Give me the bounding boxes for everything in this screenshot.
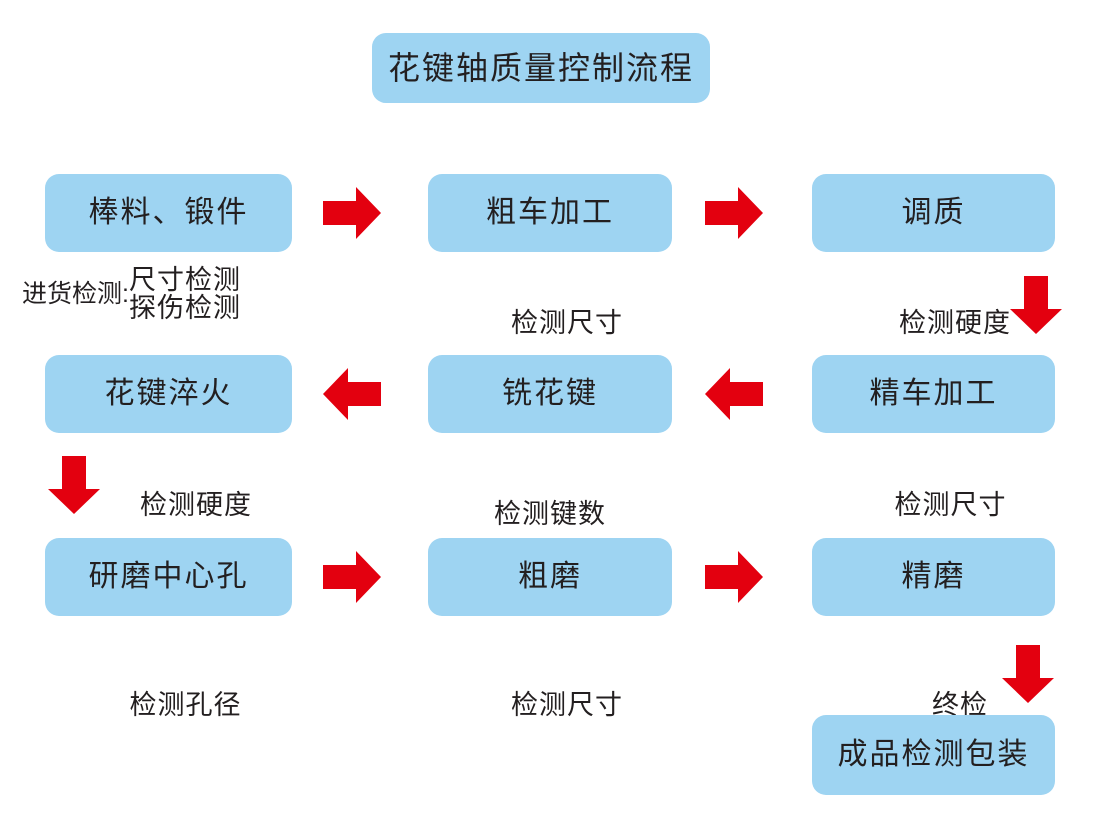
node-final-inspect-pack[interactable]: 成品检测包装 xyxy=(812,715,1055,795)
flowchart-title-label: 花键轴质量控制流程 xyxy=(387,50,694,86)
arrow-down-finishgrind-to-package xyxy=(1000,645,1056,703)
node-finish-turning[interactable]: 精车加工 xyxy=(812,355,1055,433)
node-final-inspect-pack-label: 成品检测包装 xyxy=(837,738,1030,771)
caption-incoming-lines: 尺寸检测 探伤检测 xyxy=(129,266,241,322)
arrow-right-rough-to-quench xyxy=(705,185,763,241)
node-raw-material[interactable]: 棒料、锻件 xyxy=(45,174,292,252)
arrow-right-icon xyxy=(323,551,381,603)
arrow-down-icon xyxy=(1010,276,1062,334)
arrow-right-icon xyxy=(323,187,381,239)
caption-incoming-line1: 尺寸检测 xyxy=(128,265,241,295)
caption-finish-turning-check: 检测尺寸 xyxy=(812,462,1055,548)
caption-spline-quench-check: 检测硬度 xyxy=(106,462,252,548)
caption-spline-quench-check-label: 检测硬度 xyxy=(140,489,253,520)
caption-quench-temper-check-label: 检测硬度 xyxy=(899,307,1012,338)
caption-rough-grinding-check-label: 检测尺寸 xyxy=(511,689,623,720)
node-rough-grinding[interactable]: 粗磨 xyxy=(428,538,672,616)
node-rough-turning-label: 粗车加工 xyxy=(486,196,614,229)
caption-quench-temper-check: 检测硬度 xyxy=(865,280,1011,366)
arrow-left-icon xyxy=(323,368,381,420)
node-spline-milling-label: 铣花键 xyxy=(502,377,598,410)
caption-final-check-label: 终检 xyxy=(932,689,989,720)
arrow-right-icon xyxy=(705,551,763,603)
caption-rough-turning-check-label: 检测尺寸 xyxy=(511,307,623,338)
caption-finish-turning-check-label: 检测尺寸 xyxy=(894,489,1007,520)
caption-spline-milling-check-1: 检测键数 xyxy=(494,499,606,530)
caption-final-check: 终检 xyxy=(898,662,988,748)
node-spline-quenching[interactable]: 花键淬火 xyxy=(45,355,292,433)
node-spline-quenching-label: 花键淬火 xyxy=(104,377,233,410)
caption-incoming-line2: 探伤检测 xyxy=(128,293,241,324)
node-raw-material-label: 棒料、锻件 xyxy=(88,196,249,229)
arrow-right-centerhole-to-roughgrind xyxy=(323,549,381,605)
arrow-left-finishturn-to-milling xyxy=(705,366,763,422)
arrow-right-roughgrind-to-finishgrind xyxy=(705,549,763,605)
flowchart-title: 花键轴质量控制流程 xyxy=(372,33,710,103)
caption-rough-grinding-check: 检测尺寸 xyxy=(428,662,672,748)
caption-center-hole-check: 检测孔径 xyxy=(45,662,292,748)
arrow-right-raw-to-rough xyxy=(323,185,381,241)
caption-incoming-inspection: 进货检测: 尺寸检测 探伤检测 xyxy=(22,266,241,322)
node-finish-turning-label: 精车加工 xyxy=(869,377,998,410)
node-quench-temper[interactable]: 调质 xyxy=(812,174,1055,252)
arrow-left-milling-to-splinequench xyxy=(323,366,381,422)
arrow-down-icon xyxy=(48,456,100,514)
node-grind-center-hole[interactable]: 研磨中心孔 xyxy=(45,538,292,616)
node-quench-temper-label: 调质 xyxy=(901,196,966,229)
arrow-down-icon xyxy=(1002,645,1054,703)
node-rough-turning[interactable]: 粗车加工 xyxy=(428,174,672,252)
arrow-down-quench-to-finishturn xyxy=(1008,276,1064,334)
node-finish-grinding-label: 精磨 xyxy=(901,560,966,593)
arrow-down-splinequench-to-centerhole xyxy=(46,456,102,514)
node-grind-center-hole-label: 研磨中心孔 xyxy=(88,560,249,593)
arrow-left-icon xyxy=(705,368,763,420)
caption-center-hole-check-label: 检测孔径 xyxy=(129,689,242,720)
node-spline-milling[interactable]: 铣花键 xyxy=(428,355,672,433)
caption-incoming-lead: 进货检测: xyxy=(22,279,129,308)
arrow-right-icon xyxy=(705,187,763,239)
caption-rough-turning-check: 检测尺寸 xyxy=(428,280,672,366)
node-finish-grinding[interactable]: 精磨 xyxy=(812,538,1055,616)
node-rough-grinding-label: 粗磨 xyxy=(518,560,582,593)
